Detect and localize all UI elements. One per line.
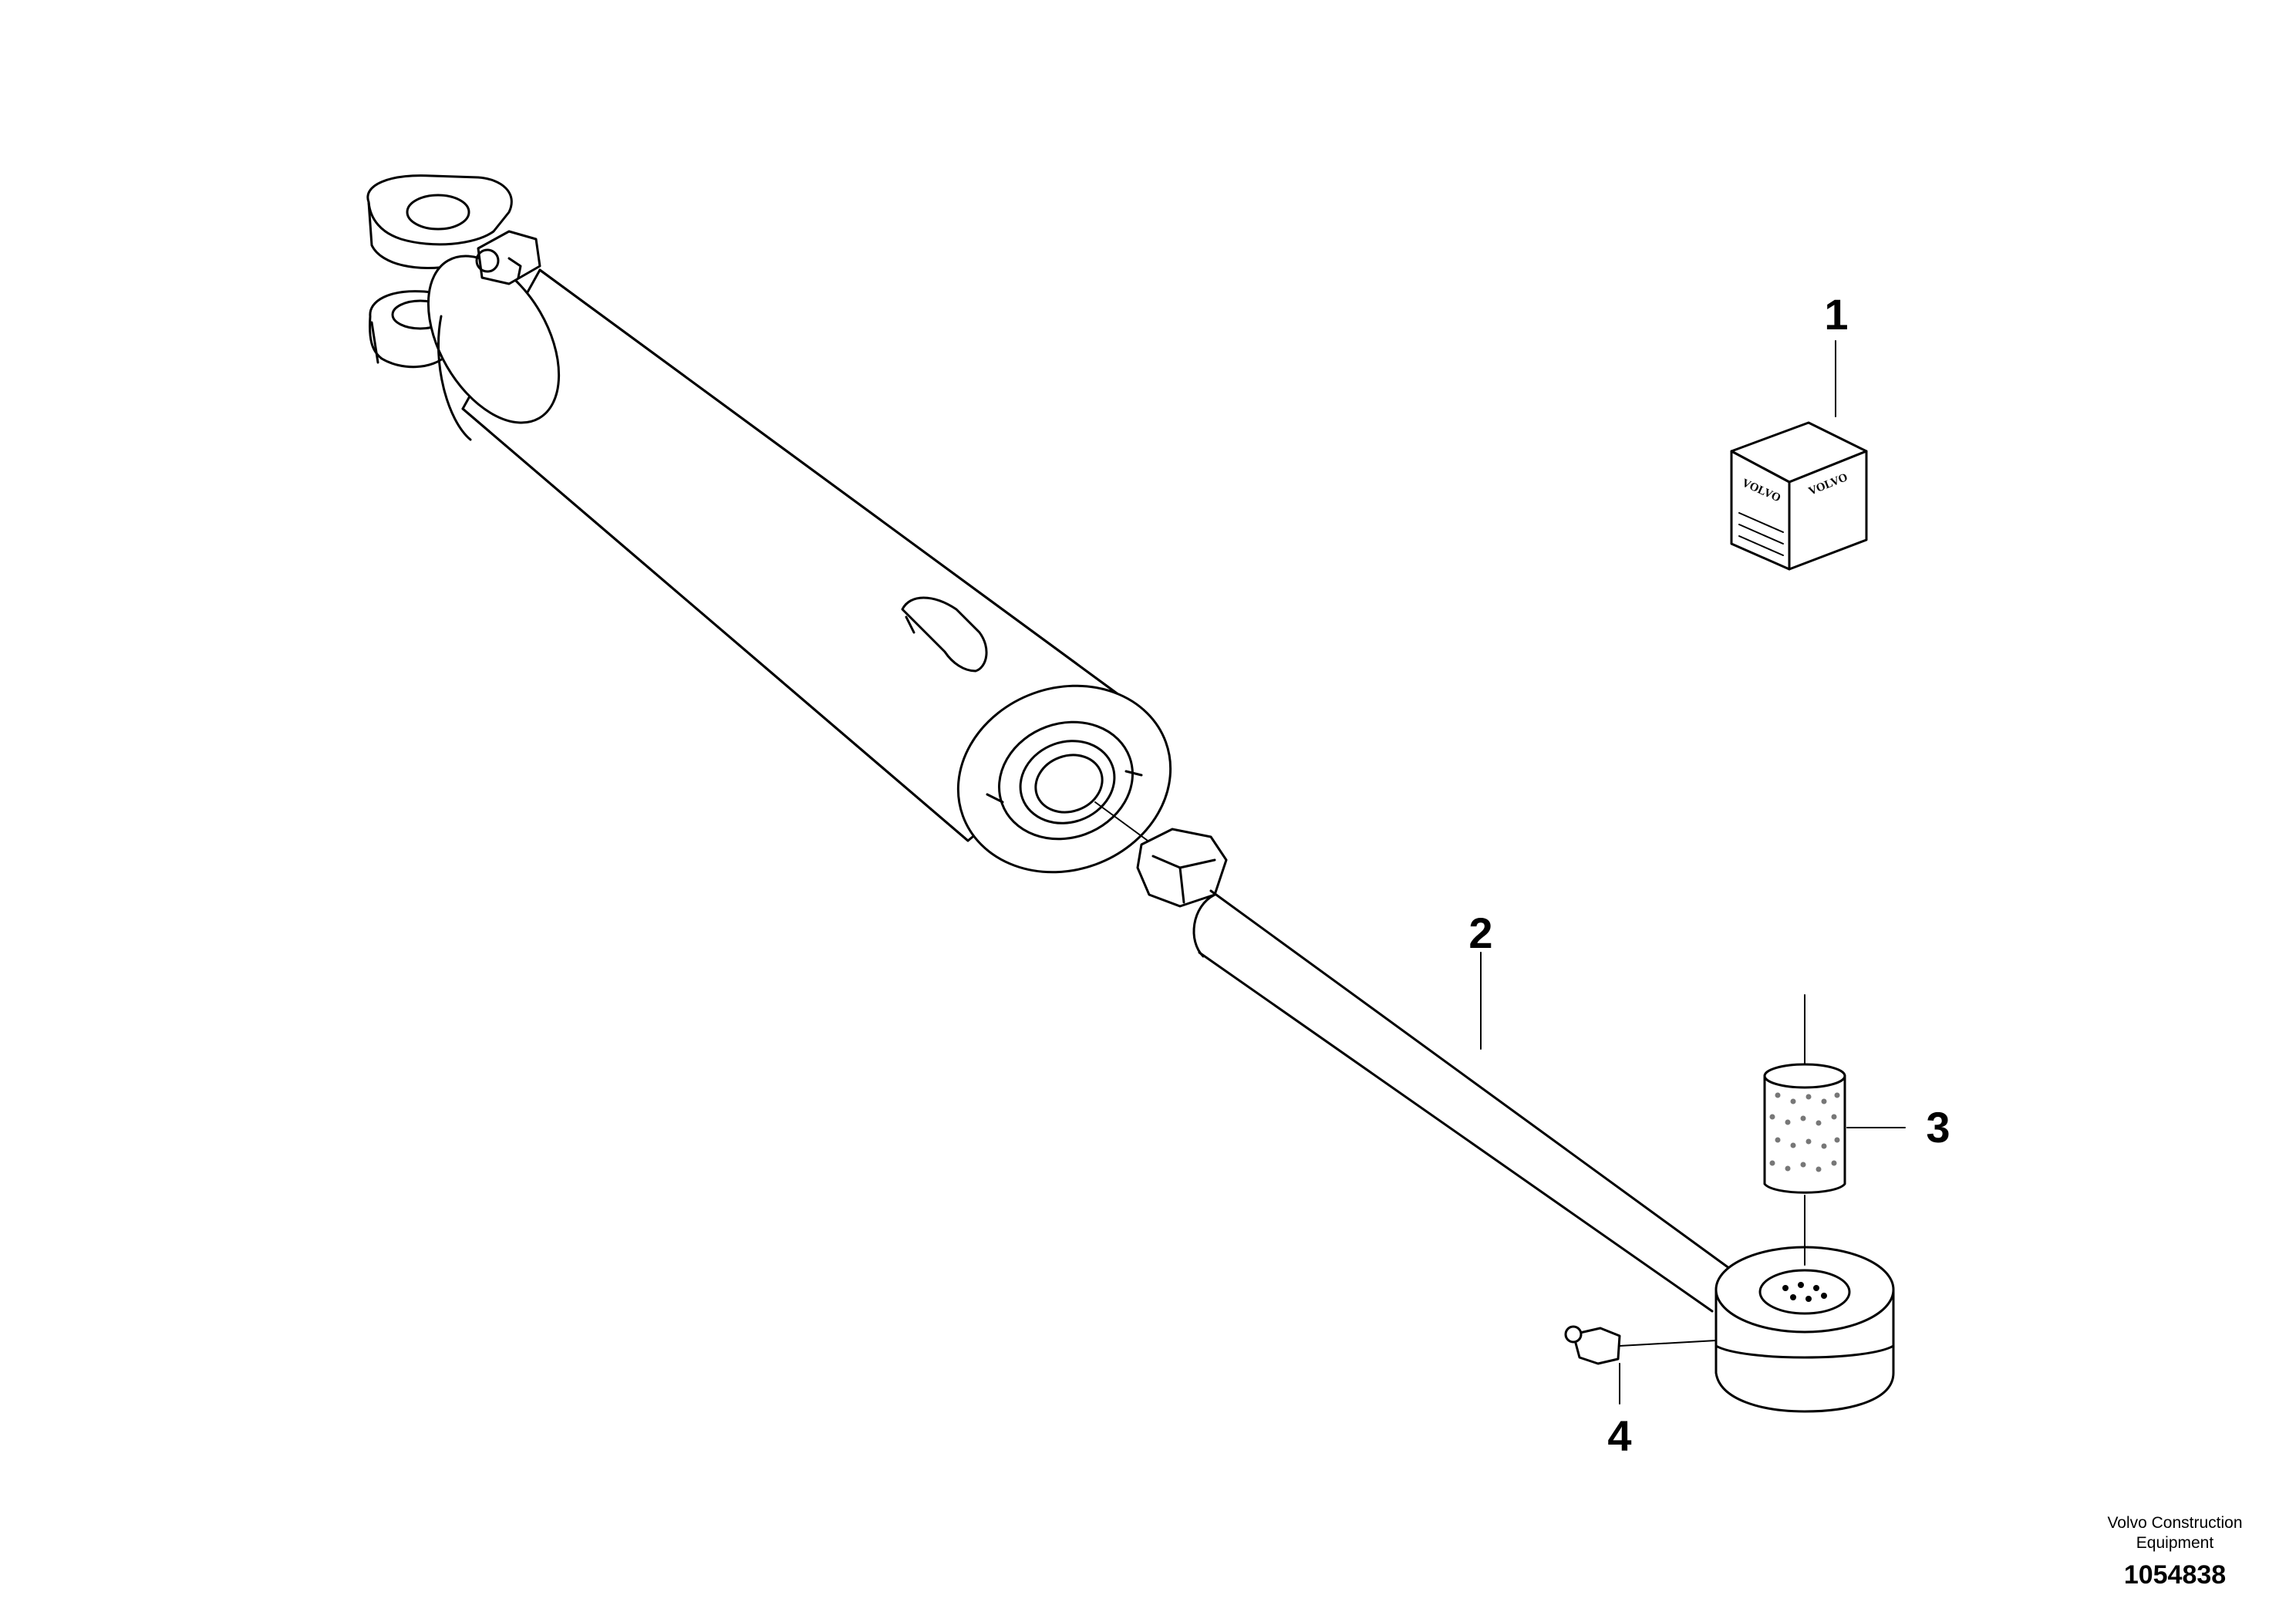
callout-4: 4 <box>1607 1411 1632 1460</box>
callout-2: 2 <box>1468 909 1493 957</box>
drawing-number: 1054838 <box>2123 1560 2227 1590</box>
callout-3: 3 <box>1926 1103 1950 1152</box>
seal-kit-box: VOLVO VOLVO <box>1730 340 1868 571</box>
company-line-2: Equipment <box>2136 1534 2214 1552</box>
piston-rod <box>1094 801 1895 1413</box>
grease-nipple <box>1564 1325 1717 1404</box>
callout-1: 1 <box>1824 290 1849 339</box>
drawing-footer: Volvo Construction Equipment 1054838 <box>2036 1513 2296 1590</box>
company-line-1: Volvo Construction <box>2107 1514 2243 1532</box>
bushing <box>1763 994 1906 1266</box>
cylinder-barrel <box>366 174 1172 874</box>
